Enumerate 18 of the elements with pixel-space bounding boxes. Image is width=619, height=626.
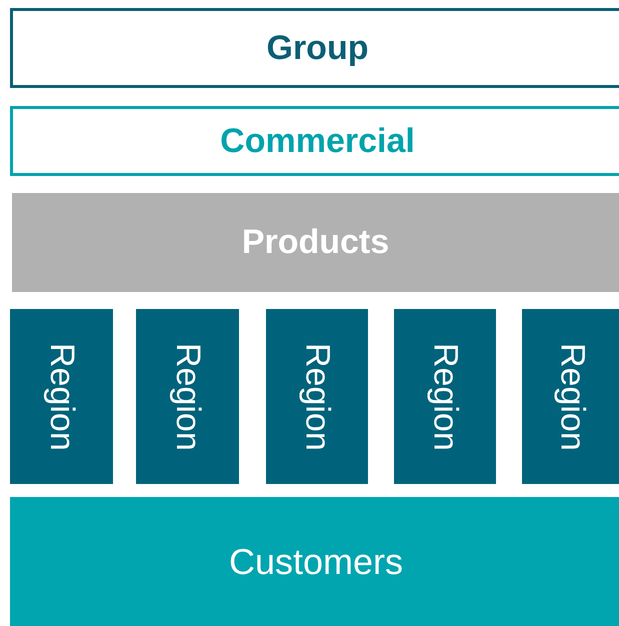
tier-box — [10, 8, 619, 88]
tier-label: Products — [242, 223, 390, 262]
region-block — [136, 309, 239, 484]
tier-label: Region — [298, 342, 336, 450]
region-block — [522, 309, 619, 484]
tier-label: Region — [426, 342, 464, 450]
customer-band — [10, 497, 619, 626]
tier-label: Region — [168, 342, 207, 450]
tier-label: Group — [266, 28, 368, 68]
region-block — [266, 309, 368, 484]
tier-label: Region — [552, 342, 592, 450]
tier-label: Region — [42, 342, 81, 450]
tier-band — [12, 193, 619, 292]
tier-label: Commercial — [220, 122, 415, 160]
region-block — [394, 309, 496, 484]
tier-label: Customers — [228, 540, 404, 582]
tier-box — [10, 106, 619, 176]
region-block — [10, 309, 113, 484]
